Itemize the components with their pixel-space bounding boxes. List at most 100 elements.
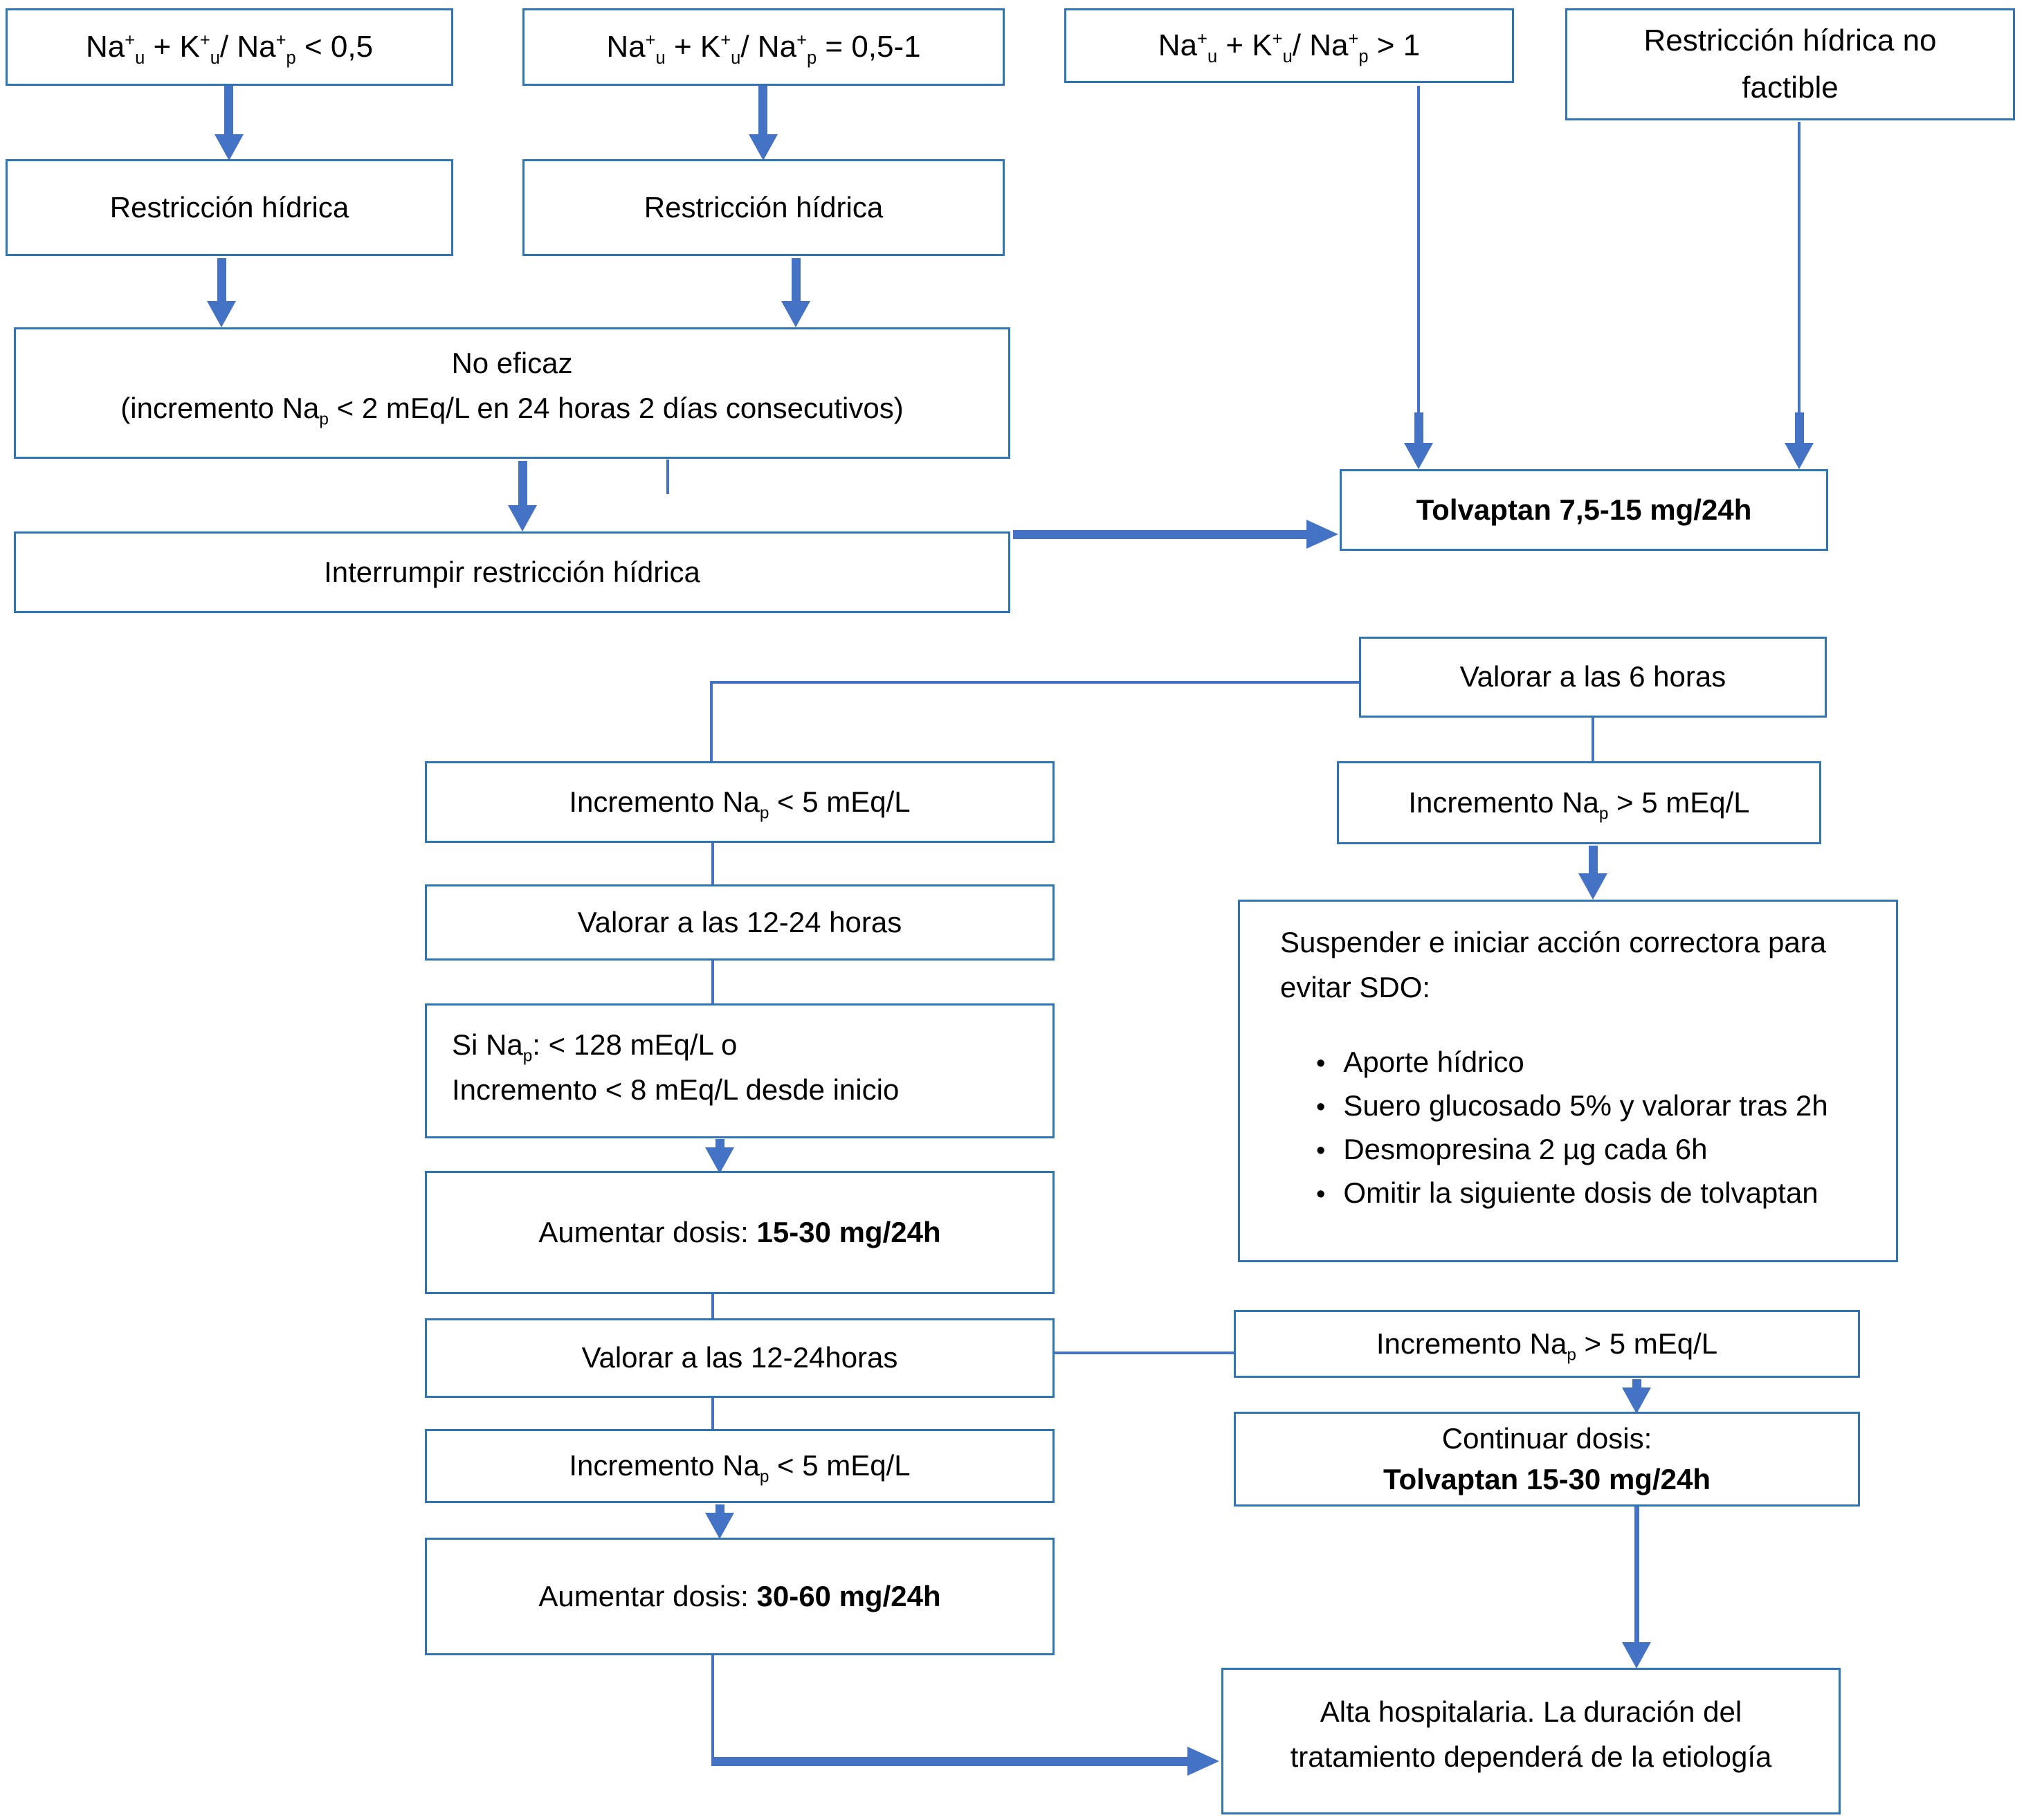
node-ratio-high: Na+u + K+u/ Na+p > 1 <box>1064 8 1514 83</box>
node-suspender: Suspender e iniciar acción correctora pa… <box>1238 900 1898 1262</box>
node-restriccion-hidrica-1: Restricción hídrica <box>6 159 453 256</box>
connector-valorar6h-left-v <box>710 681 713 763</box>
node-restriccion-hidrica-2-text: Restricción hídrica <box>644 190 884 224</box>
node-continuar-dose: Tolvaptan 15-30 mg/24h <box>1383 1462 1711 1495</box>
arrow-rh2-noeficaz-shaft <box>792 258 801 302</box>
node-suspender-intro1: Suspender e iniciar acción correctora pa… <box>1280 926 1827 958</box>
aumentar-30-60-dose: 30-60 mg/24h <box>756 1579 941 1612</box>
bullet-icon: • <box>1316 1180 1326 1210</box>
connector-valorar-b-inclt5b <box>711 1398 714 1430</box>
node-incremento-gt5-a: Incremento Nap > 5 mEq/L <box>1337 761 1821 844</box>
node-valorar-6h: Valorar a las 6 horas <box>1359 637 1827 718</box>
arrow-aumentar3060-alta-head <box>1187 1747 1219 1776</box>
node-incremento-lt5-b: Incremento Nap < 5 mEq/L <box>425 1429 1055 1503</box>
arrow-interrumpir-tolvaptan-head <box>1306 520 1338 549</box>
node-valorar-12-24-b: Valorar a las 12-24horas <box>425 1318 1055 1398</box>
bullet-icon: • <box>1316 1049 1326 1079</box>
node-interrumpir-text: Interrumpir restricción hídrica <box>324 555 700 588</box>
bullet-text: Omitir la siguiente dosis de tolvaptan <box>1343 1176 1818 1210</box>
node-restriccion-no-factible: Restricción hídrica no factible <box>1565 8 2015 120</box>
node-aumentar-30-60: Aumentar dosis: 30-60 mg/24h <box>425 1538 1055 1655</box>
arrow-incgt5a-suspender-shaft <box>1589 846 1598 875</box>
node-suspender-intro2: evitar SDO: <box>1280 971 1431 1004</box>
node-incremento-lt5-a-text: Incremento Nap < 5 mEq/L <box>569 785 911 823</box>
arrow-b4-tolvaptan-head <box>1785 443 1814 469</box>
arrow-inclt5b-aumentar3060-head <box>705 1513 734 1539</box>
connector-valorar6h-bottom <box>1592 718 1594 763</box>
node-si-nap-line1: Si Nap: < 128 mEq/L o <box>452 1028 738 1066</box>
arrow-continuar-alta-head <box>1622 1642 1651 1668</box>
node-restriccion-no-factible-line1: Restricción hídrica no <box>1643 23 1937 57</box>
list-item: • Suero glucosado 5% y valorar tras 2h <box>1280 1084 1828 1127</box>
node-si-nap: Si Nap: < 128 mEq/L o Incremento < 8 mEq… <box>425 1003 1055 1138</box>
arrow-rh2-noeficaz-head <box>781 301 810 327</box>
bullet-icon: • <box>1316 1136 1326 1166</box>
node-alta-line1: Alta hospitalaria. La duración del <box>1320 1695 1742 1728</box>
arrow-ratio-low-shaft <box>224 86 233 136</box>
node-incremento-gt5-a-text: Incremento Nap > 5 mEq/L <box>1408 785 1750 823</box>
connector-aumentar3060-down <box>711 1655 714 1761</box>
list-item: • Aporte hídrico <box>1280 1040 1828 1084</box>
suspender-bullet-list: • Aporte hídrico • Suero glucosado 5% y va… <box>1280 1040 1828 1214</box>
arrow-rh1-noeficaz-head <box>207 301 236 327</box>
node-incremento-gt5-b: Incremento Nap > 5 mEq/L <box>1234 1310 1860 1378</box>
node-tolvaptan: Tolvaptan 7,5-15 mg/24h <box>1340 469 1828 551</box>
bullet-icon: • <box>1316 1093 1326 1122</box>
node-ratio-high-text: Na+u + K+u/ Na+p > 1 <box>1158 28 1421 67</box>
connector-aumentar1530-valorar <box>711 1294 714 1320</box>
node-restriccion-no-factible-line2: factible <box>1742 71 1839 104</box>
node-ratio-mid: Na+u + K+u/ Na+p = 0,5-1 <box>522 8 1005 86</box>
aumentar-30-60-label: Aumentar dosis: <box>538 1579 757 1612</box>
arrow-ratio-mid-shaft <box>758 86 767 136</box>
arrow-b3-tolvaptan-shaft <box>1414 412 1423 444</box>
node-interrumpir: Interrumpir restricción hídrica <box>14 531 1010 613</box>
arrow-sinap-aumentar1530-head <box>705 1147 734 1174</box>
node-ratio-low-text: Na+u + K+u/ Na+p < 0,5 <box>85 30 374 69</box>
node-si-nap-line2: Incremento < 8 mEq/L desde inicio <box>452 1073 900 1107</box>
node-valorar-6h-text: Valorar a las 6 horas <box>1459 660 1726 693</box>
arrow-b4-tolvaptan-shaft <box>1795 412 1804 444</box>
connector-b3-to-tolvaptan <box>1417 86 1420 414</box>
node-valorar-12-24-a: Valorar a las 12-24 horas <box>425 884 1055 961</box>
bullet-text: Aporte hídrico <box>1343 1046 1524 1079</box>
node-ratio-low: Na+u + K+u/ Na+p < 0,5 <box>6 8 453 86</box>
connector-stub <box>666 459 669 494</box>
arrow-noeficaz-interrumpir-head <box>508 505 537 531</box>
aumentar-15-30-dose: 15-30 mg/24h <box>756 1215 941 1248</box>
arrow-aumentar3060-alta-shaft <box>711 1757 1189 1766</box>
bullet-text: Suero glucosado 5% y valorar tras 2h <box>1343 1089 1828 1122</box>
node-valorar-12-24-b-text: Valorar a las 12-24horas <box>581 1341 898 1374</box>
arrow-b3-tolvaptan-head <box>1404 443 1433 469</box>
node-aumentar-30-60-text: Aumentar dosis: 30-60 mg/24h <box>538 1578 940 1616</box>
node-no-eficaz-line1: No eficaz <box>451 347 573 379</box>
connector-valorar6h-left-h <box>711 681 1359 684</box>
node-no-eficaz: No eficaz (incremento Nap < 2 mEq/L en 2… <box>14 327 1010 459</box>
node-ratio-mid-text: Na+u + K+u/ Na+p = 0,5-1 <box>606 30 921 69</box>
arrow-incgt5b-continuar-head <box>1622 1387 1651 1414</box>
node-no-eficaz-line2: (incremento Nap < 2 mEq/L en 24 horas 2 … <box>120 392 904 429</box>
arrow-incgt5b-continuar-shaft <box>1632 1379 1641 1389</box>
arrow-ratio-mid-head <box>749 134 778 161</box>
list-item: • Desmopresina 2 µg cada 6h <box>1280 1127 1828 1171</box>
connector-inclt5a-valorar <box>711 843 714 886</box>
bullet-text: Desmopresina 2 µg cada 6h <box>1343 1133 1708 1166</box>
node-valorar-12-24-a-text: Valorar a las 12-24 horas <box>577 905 902 938</box>
node-alta-line2: tratamiento dependerá de la etiología <box>1290 1740 1772 1774</box>
node-incremento-lt5-a: Incremento Nap < 5 mEq/L <box>425 761 1055 843</box>
node-incremento-lt5-b-text: Incremento Nap < 5 mEq/L <box>569 1449 911 1486</box>
connector-valorar-sinap <box>711 961 714 1005</box>
arrow-incgt5a-suspender-head <box>1578 873 1607 900</box>
node-aumentar-15-30: Aumentar dosis: 15-30 mg/24h <box>425 1171 1055 1294</box>
node-incremento-gt5-b-text: Incremento Nap > 5 mEq/L <box>1376 1327 1718 1365</box>
node-aumentar-15-30-text: Aumentar dosis: 15-30 mg/24h <box>538 1214 940 1252</box>
node-restriccion-hidrica-1-text: Restricción hídrica <box>109 190 349 224</box>
node-alta: Alta hospitalaria. La duración del trata… <box>1221 1668 1841 1814</box>
node-tolvaptan-text: Tolvaptan 7,5-15 mg/24h <box>1416 493 1752 526</box>
arrow-noeficaz-interrumpir-shaft <box>518 461 527 507</box>
connector-b4-to-tolvaptan <box>1798 122 1800 414</box>
arrow-rh1-noeficaz-shaft <box>217 258 226 302</box>
arrow-interrumpir-tolvaptan-shaft <box>1013 530 1306 539</box>
arrow-continuar-alta-shaft <box>1634 1507 1639 1644</box>
node-continuar: Continuar dosis: Tolvaptan 15-30 mg/24h <box>1234 1412 1860 1507</box>
